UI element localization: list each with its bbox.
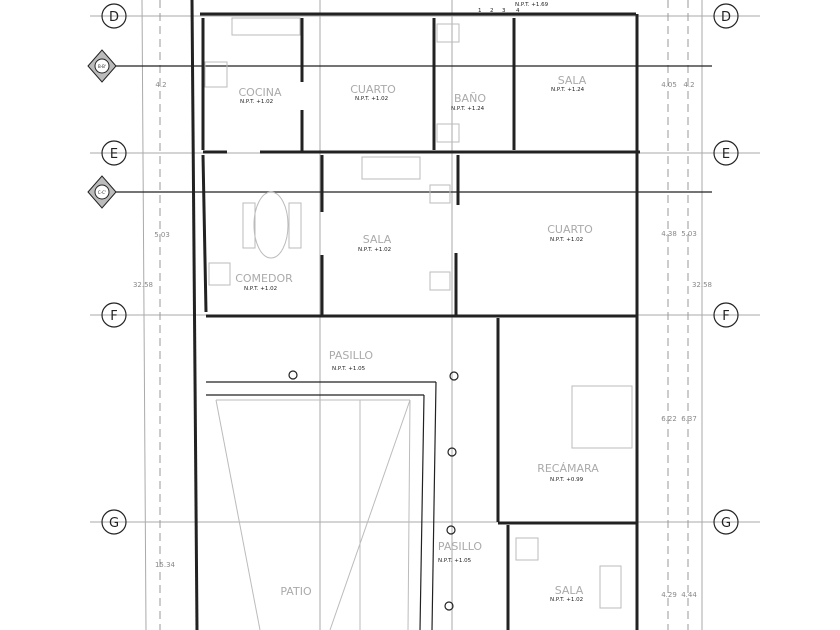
svg-text:32.58: 32.58 [692,281,712,289]
furniture [204,17,633,611]
svg-text:5.03: 5.03 [154,231,170,239]
section-marker-c: C-C' [87,175,117,209]
svg-text:F: F [110,309,117,324]
svg-text:4.2: 4.2 [683,81,694,89]
svg-text:N.P.T. +1.02: N.P.T. +1.02 [244,286,277,292]
room-recamara: RECÁMARA N.P.T. +0.99 [537,462,599,483]
axis-bubble-d-right: D [713,3,739,29]
svg-text:N.P.T. +1.24: N.P.T. +1.24 [451,106,485,112]
svg-text:SALA: SALA [363,233,392,246]
axis-bubble-g-right: G [713,509,739,535]
svg-text:4: 4 [516,8,520,14]
svg-text:3: 3 [502,8,506,14]
axis-bubble-e-right: E [713,140,739,166]
svg-text:G: G [109,516,119,531]
stair-steps: 1 2 3 4 [478,8,520,14]
walls [190,0,640,630]
svg-text:PASILLO: PASILLO [329,349,374,362]
room-pasillo-2: PASILLO N.P.T. +1.05 [438,540,483,564]
svg-text:N.P.T. +1.02: N.P.T. +1.02 [550,597,583,603]
svg-text:15.34: 15.34 [155,561,176,569]
svg-text:2: 2 [490,8,494,14]
svg-text:4.05: 4.05 [661,81,677,89]
svg-text:COCINA: COCINA [238,86,281,99]
axis-bubble-f-right: F [713,302,739,328]
svg-text:N.P.T. +1.24: N.P.T. +1.24 [551,87,585,93]
svg-text:F: F [722,309,729,324]
svg-text:CUARTO: CUARTO [547,223,593,236]
svg-text:B-B': B-B' [98,64,106,69]
room-pasillo-1: PASILLO N.P.T. +1.05 [329,349,374,372]
svg-text:D: D [721,10,731,25]
svg-text:E: E [722,147,730,162]
svg-text:4.38: 4.38 [661,230,677,238]
axis-bubble-g-left: G [101,509,127,535]
svg-text:N.P.T. +1.05: N.P.T. +1.05 [438,558,472,564]
svg-text:N.P.T. +1.02: N.P.T. +1.02 [240,99,273,105]
svg-text:1: 1 [478,8,482,14]
dimensions-left: 4.2 5.03 32.58 15.34 [133,81,176,569]
room-patio: PATIO [280,585,312,598]
top-level-label: N.P.T. +1.69 [515,2,549,8]
svg-text:RECÁMARA: RECÁMARA [537,462,599,475]
svg-text:6.37: 6.37 [681,415,697,423]
svg-text:PASILLO: PASILLO [438,540,483,553]
svg-text:N.P.T. +0.99: N.P.T. +0.99 [550,477,584,483]
svg-text:5.03: 5.03 [681,230,697,238]
svg-text:BAÑO: BAÑO [454,92,486,105]
axis-bubble-f-left: F [101,302,127,328]
svg-text:SALA: SALA [558,74,587,87]
svg-text:D: D [109,10,119,25]
svg-text:6.22: 6.22 [661,415,677,423]
svg-text:SALA: SALA [555,584,584,597]
svg-text:32.58: 32.58 [133,281,153,289]
svg-text:N.P.T. +1.02: N.P.T. +1.02 [355,96,388,102]
axis-bubble-e-left: E [101,140,127,166]
svg-text:C-C': C-C' [98,190,106,195]
svg-text:N.P.T. +1.02: N.P.T. +1.02 [550,237,583,243]
axis-bubble-d-left: D [101,3,127,29]
dimensions-right: 4.05 4.2 4.38 5.03 32.58 6.22 6.37 4.29 … [661,81,712,599]
svg-text:4.2: 4.2 [155,81,166,89]
svg-text:PATIO: PATIO [280,585,312,598]
svg-text:CUARTO: CUARTO [350,83,396,96]
grid-lines [90,0,760,630]
svg-text:G: G [721,516,731,531]
section-marker-b: B-B' [87,49,117,83]
svg-text:N.P.T. +1.05: N.P.T. +1.05 [332,366,366,372]
svg-text:4.44: 4.44 [681,591,697,599]
svg-text:N.P.T. +1.02: N.P.T. +1.02 [358,247,391,253]
svg-text:4.29: 4.29 [661,591,677,599]
svg-text:COMEDOR: COMEDOR [235,272,293,285]
svg-text:E: E [110,147,118,162]
